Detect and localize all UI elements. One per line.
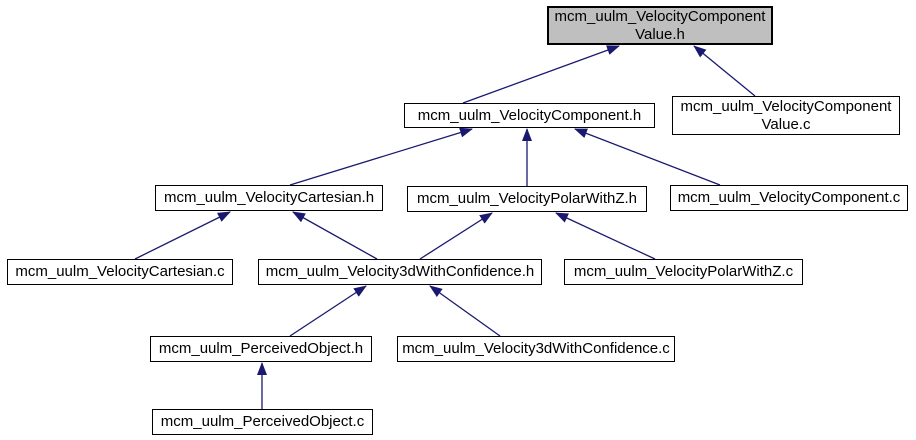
graph-node-velocity-component-value-h[interactable]: mcm_uulm_VelocityComponent Value.h — [547, 6, 773, 45]
graph-node-velocity-component-c[interactable]: mcm_uulm_VelocityComponent.c — [670, 185, 908, 211]
graph-node-velocity-3d-with-confidence-c[interactable]: mcm_uulm_Velocity3dWithConfidence.c — [397, 336, 675, 362]
graph-node-label: mcm_uulm_PerceivedObject.h — [158, 340, 364, 358]
graph-node-velocity-component-value-c[interactable]: mcm_uulm_VelocityComponent Value.c — [672, 96, 900, 135]
graph-node-label: mcm_uulm_Velocity3dWithConfidence.h — [265, 263, 535, 281]
graph-node-perceived-object-c[interactable]: mcm_uulm_PerceivedObject.c — [152, 409, 373, 435]
graph-node-label: mcm_uulm_VelocityComponent.h — [417, 106, 642, 124]
graph-edge-velocity-component-h--velocity-component-value-h — [462, 45, 620, 104]
graph-node-velocity-component-h[interactable]: mcm_uulm_VelocityComponent.h — [404, 103, 655, 128]
graph-node-label: mcm_uulm_VelocityComponent Value.c — [680, 98, 892, 133]
graph-edge-velocity-3d-with-confidence-h--velocity-cartesian-h — [292, 211, 378, 260]
graph-node-velocity-3d-with-confidence-h[interactable]: mcm_uulm_Velocity3dWithConfidence.h — [258, 259, 542, 285]
graph-edge-velocity-cartesian-c--velocity-cartesian-h — [134, 211, 231, 260]
graph-edge-velocity-polar-with-z-c--velocity-polar-with-z-h — [555, 212, 656, 260]
graph-edge-velocity-component-value-c--velocity-component-value-h — [693, 45, 756, 97]
graph-node-label: mcm_uulm_VelocityPolarWithZ.c — [573, 263, 794, 281]
graph-edge-perceived-object-h--velocity-3d-with-confidence-h — [289, 285, 367, 337]
graph-node-perceived-object-h[interactable]: mcm_uulm_PerceivedObject.h — [150, 336, 372, 362]
graph-node-label: mcm_uulm_VelocityPolarWithZ.h — [416, 190, 638, 208]
graph-node-label: mcm_uulm_VelocityCartesian.c — [15, 263, 225, 281]
graph-edge-velocity-component-c--velocity-component-h — [574, 128, 721, 186]
graph-edge-velocity-cartesian-h--velocity-component-h — [289, 127, 473, 186]
graph-node-label: mcm_uulm_VelocityComponent Value.h — [554, 8, 766, 43]
graph-node-velocity-cartesian-c[interactable]: mcm_uulm_VelocityCartesian.c — [7, 259, 233, 285]
graph-node-velocity-polar-with-z-c[interactable]: mcm_uulm_VelocityPolarWithZ.c — [564, 259, 803, 285]
graph-node-label: mcm_uulm_VelocityCartesian.h — [163, 189, 375, 207]
graph-node-label: mcm_uulm_VelocityComponent.c — [677, 189, 901, 207]
graph-edge-velocity-3d-with-confidence-h--velocity-polar-with-z-h — [419, 212, 493, 260]
graph-node-label: mcm_uulm_PerceivedObject.c — [160, 413, 365, 431]
graph-edge-velocity-3d-with-confidence-c--velocity-3d-with-confidence-h — [429, 285, 501, 337]
graph-node-velocity-cartesian-h[interactable]: mcm_uulm_VelocityCartesian.h — [155, 185, 383, 211]
graph-node-velocity-polar-with-z-h[interactable]: mcm_uulm_VelocityPolarWithZ.h — [407, 186, 647, 212]
graph-node-label: mcm_uulm_Velocity3dWithConfidence.c — [402, 340, 670, 358]
